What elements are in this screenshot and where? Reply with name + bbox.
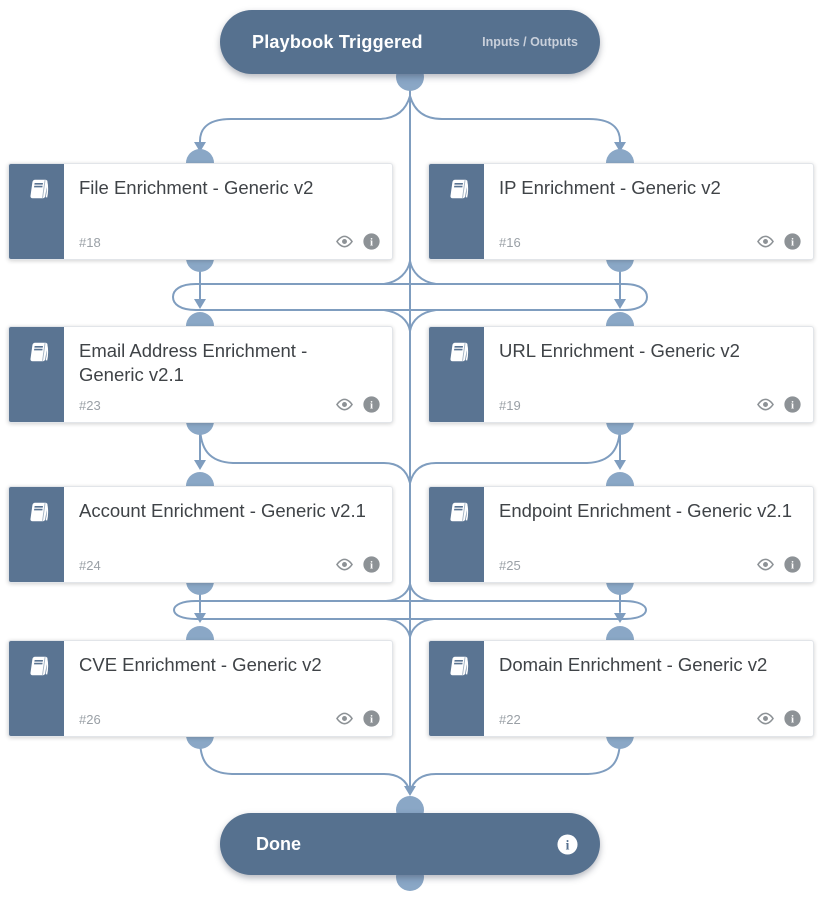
task-card[interactable]: Email Address Enrichment - Generic v2.1 … [8,326,393,423]
task-card[interactable]: URL Enrichment - Generic v2 #19 i [428,326,814,423]
playbook-book-icon [29,502,48,522]
task-title: URL Enrichment - Generic v2 [499,340,740,361]
inputs-outputs-link[interactable]: Inputs / Outputs [482,35,578,49]
playbook-book-icon [29,656,48,676]
task-id: #19 [499,398,521,413]
eye-icon[interactable] [756,235,775,248]
playbook-trigger-node[interactable]: Playbook Triggered Inputs / Outputs [220,10,600,74]
task-sidebar [9,641,64,736]
task-sidebar [429,487,484,582]
playbook-book-icon [449,502,468,522]
info-icon[interactable]: i [363,233,380,250]
task-card[interactable]: Endpoint Enrichment - Generic v2.1 #25 i [428,486,814,583]
task-title: Account Enrichment - Generic v2.1 [79,500,366,521]
task-title: Email Address Enrichment - Generic v2.1 [79,340,308,386]
info-icon[interactable]: i [784,710,801,727]
eye-icon[interactable] [335,558,354,571]
playbook-book-icon [29,179,48,199]
eye-icon[interactable] [756,558,775,571]
svg-text:i: i [791,713,794,725]
task-sidebar [9,487,64,582]
info-icon[interactable]: i [784,396,801,413]
task-id: #26 [79,712,101,727]
svg-text:i: i [566,837,570,852]
info-icon[interactable]: i [784,556,801,573]
info-icon[interactable]: i [363,396,380,413]
task-sidebar [429,327,484,422]
task-title: CVE Enrichment - Generic v2 [79,654,322,675]
task-card[interactable]: Account Enrichment - Generic v2.1 #24 i [8,486,393,583]
task-card[interactable]: IP Enrichment - Generic v2 #16 i [428,163,814,260]
svg-text:i: i [791,236,794,248]
done-node[interactable]: Done i [220,813,600,875]
task-id: #23 [79,398,101,413]
svg-text:i: i [370,559,373,571]
svg-text:i: i [370,713,373,725]
task-sidebar [429,164,484,259]
playbook-book-icon [449,179,468,199]
info-icon[interactable]: i [784,233,801,250]
eye-icon[interactable] [756,398,775,411]
task-id: #16 [499,235,521,250]
task-id: #25 [499,558,521,573]
task-sidebar [429,641,484,736]
task-sidebar [9,327,64,422]
svg-text:i: i [370,236,373,248]
task-sidebar [9,164,64,259]
task-card[interactable]: File Enrichment - Generic v2 #18 i [8,163,393,260]
done-title: Done [256,833,301,854]
playbook-book-icon [449,656,468,676]
eye-icon[interactable] [335,235,354,248]
info-icon[interactable]: i [363,556,380,573]
task-card[interactable]: CVE Enrichment - Generic v2 #26 i [8,640,393,737]
task-id: #18 [79,235,101,250]
eye-icon[interactable] [335,712,354,725]
task-title: File Enrichment - Generic v2 [79,177,314,198]
task-title: Domain Enrichment - Generic v2 [499,654,768,675]
info-icon[interactable]: i [557,833,578,855]
svg-text:i: i [370,399,373,411]
task-card[interactable]: Domain Enrichment - Generic v2 #22 i [428,640,814,737]
info-icon[interactable]: i [363,710,380,727]
playbook-book-icon [449,342,468,362]
trigger-title: Playbook Triggered [252,31,423,52]
playbook-book-icon [29,342,48,362]
task-title: Endpoint Enrichment - Generic v2.1 [499,500,793,521]
svg-text:i: i [791,559,794,571]
svg-text:i: i [791,399,794,411]
eye-icon[interactable] [335,398,354,411]
task-id: #24 [79,558,101,573]
eye-icon[interactable] [756,712,775,725]
task-id: #22 [499,712,521,727]
task-title: IP Enrichment - Generic v2 [499,177,721,198]
